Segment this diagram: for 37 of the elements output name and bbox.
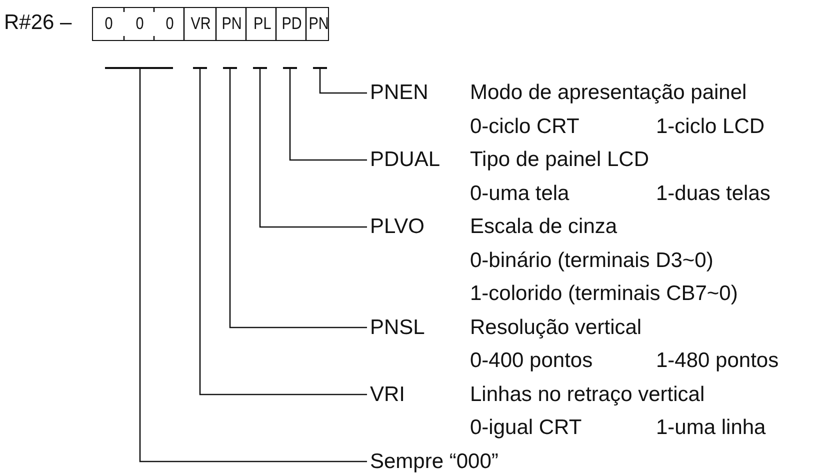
option-text: 1-colorido (terminais CB7~0) <box>470 281 738 307</box>
leader-line <box>139 68 367 462</box>
bit-description: Resolução vertical <box>470 314 642 340</box>
bit-description: Escala de cinza <box>470 214 618 240</box>
option-text: 1-duas telas <box>656 180 770 206</box>
register-cell: PD <box>277 8 307 40</box>
register-frame <box>92 7 329 41</box>
register-bit-name: VRI <box>370 382 406 408</box>
register-cell: PN <box>307 8 330 40</box>
bit-description: Linhas no retraço vertical <box>470 382 705 408</box>
bit-description: Tipo de painel LCD <box>470 147 649 173</box>
register-cell: 0 <box>125 8 155 40</box>
option-text: 0-ciclo CRT <box>470 114 580 140</box>
option-text: 1-uma linha <box>656 415 766 441</box>
register-label: R#26 – <box>4 11 72 35</box>
leader-line <box>199 68 367 396</box>
option-text: 1-480 pontos <box>656 348 779 374</box>
option-text: 0-igual CRT <box>470 415 582 441</box>
leader-line <box>259 68 367 228</box>
register-cell: 0 <box>155 8 185 40</box>
register-cell: 0 <box>93 8 125 40</box>
register-bit-name: PLVO <box>370 214 424 240</box>
option-text: 0-400 pontos <box>470 348 593 374</box>
option-text: 0-binário (terminais D3~0) <box>470 248 714 274</box>
option-text: 1-ciclo LCD <box>656 114 765 140</box>
option-text: 0-uma tela <box>470 180 570 206</box>
register-cell: PL <box>247 8 277 40</box>
leader-line <box>319 68 367 94</box>
register-bit-name: PNSL <box>370 314 425 340</box>
leader-line <box>229 68 367 328</box>
register-bit-name: PNEN <box>370 80 428 106</box>
note-text: Sempre “000” <box>370 448 498 474</box>
register-cell: PN <box>217 8 247 40</box>
bit-description: Modo de apresentação painel <box>470 80 747 106</box>
leader-line <box>289 68 367 161</box>
register-bit-name: PDUAL <box>370 147 440 173</box>
register-cell: VR <box>185 8 217 40</box>
